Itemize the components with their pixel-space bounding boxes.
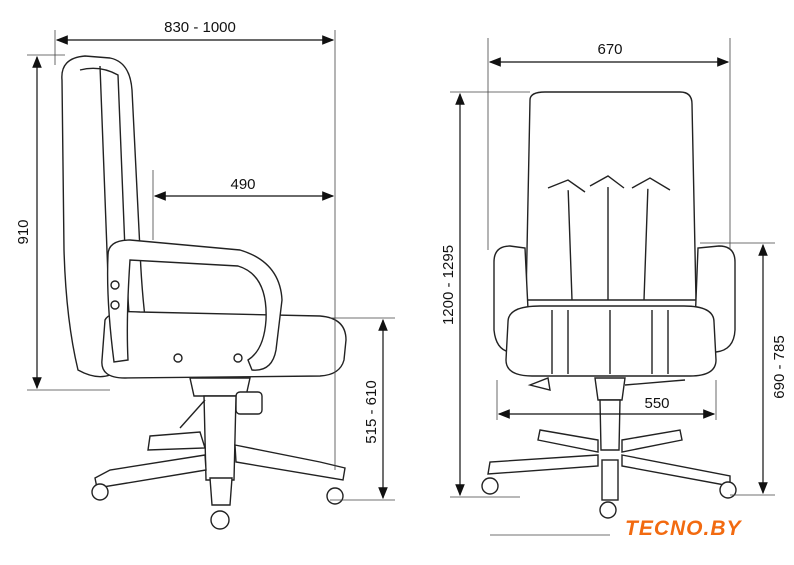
label-seat-height: 515 - 610 <box>363 380 380 443</box>
label-side-height: 910 <box>15 219 32 244</box>
dimension-lines <box>32 35 768 500</box>
label-armrest-height: 690 - 785 <box>771 335 788 398</box>
label-side-depth: 830 - 1000 <box>164 19 236 36</box>
label-width: 670 <box>597 41 622 58</box>
label-total-height: 1200 - 1295 <box>440 245 457 325</box>
extension-lines <box>27 30 775 536</box>
chair-front-view <box>481 91 737 519</box>
label-seat-width: 550 <box>644 395 669 412</box>
tecno-by-logo: TECNO.BY <box>625 517 742 540</box>
chair-side-view <box>61 55 347 530</box>
label-seat-depth: 490 <box>230 176 255 193</box>
